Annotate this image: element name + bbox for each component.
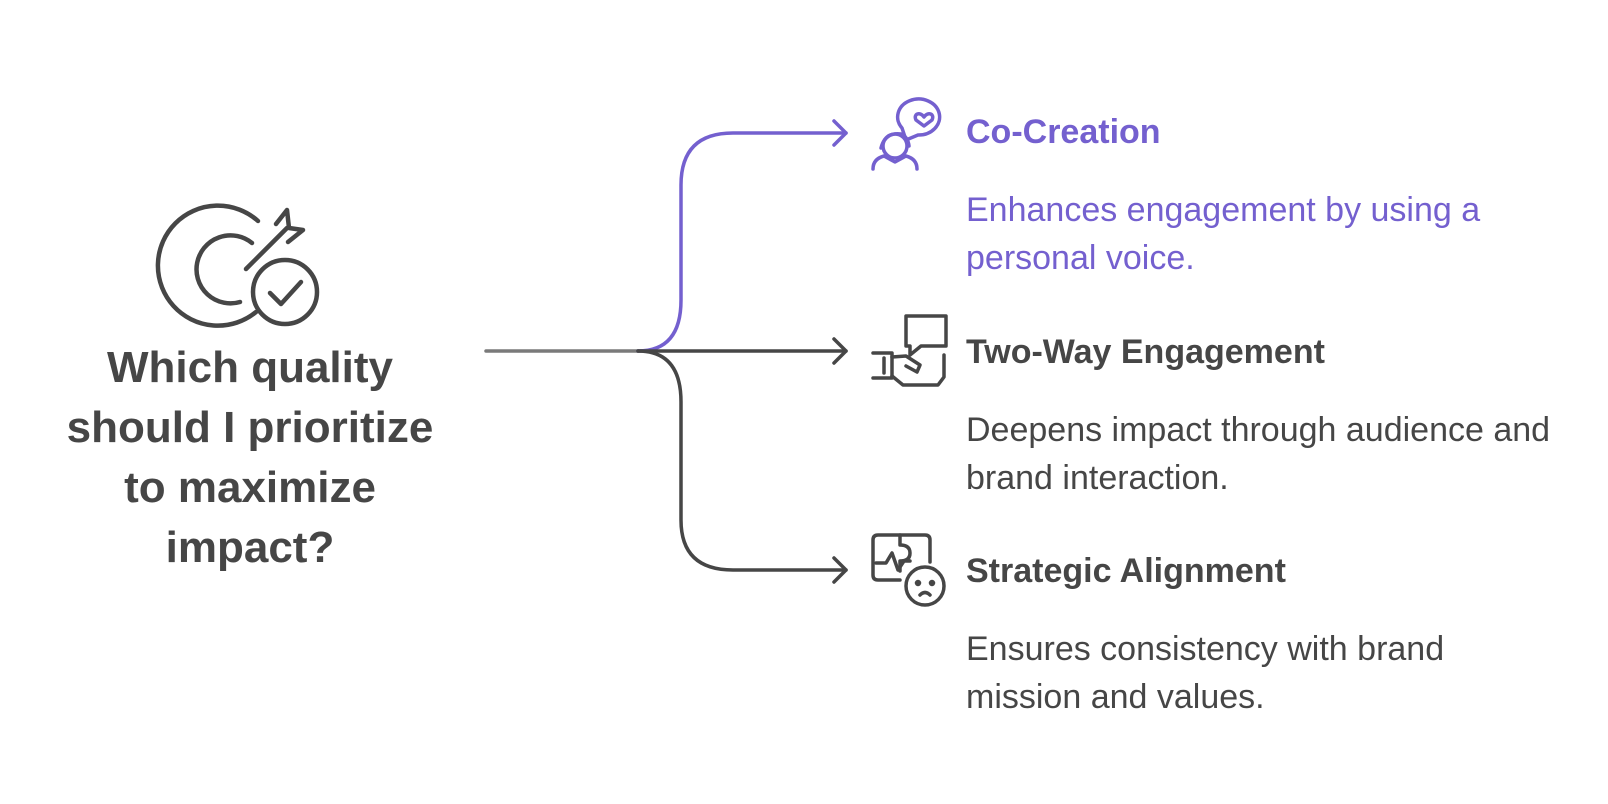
target-check-icon xyxy=(155,203,320,328)
branch-1-line xyxy=(636,131,848,353)
branch-3-arrowhead xyxy=(832,556,848,584)
question-line: impact? xyxy=(165,523,335,572)
option-description: Enhances engagement by using a personal … xyxy=(966,191,1481,277)
branch-2-arrowhead xyxy=(832,337,848,365)
handshake-chat-icon xyxy=(871,314,948,387)
option-co-creation: Co-Creation Enhances engagement by using… xyxy=(966,112,1576,282)
connectors xyxy=(484,119,848,584)
option-description: Ensures consistency with brand mission a… xyxy=(966,630,1445,716)
option-description: Deepens impact through audience and bran… xyxy=(966,411,1551,497)
question-text: Which quality should I prioritize to max… xyxy=(30,338,470,578)
branch-1-arrowhead xyxy=(832,119,848,147)
option-title: Co-Creation xyxy=(966,113,1161,151)
co-creation-icon xyxy=(871,97,942,171)
question-line: to maximize xyxy=(124,463,376,512)
option-two-way-engagement: Two-Way Engagement Deepens impact throug… xyxy=(966,332,1576,502)
question-line: should I prioritize xyxy=(66,403,434,452)
branch-3-line xyxy=(636,349,848,572)
option-title: Two-Way Engagement xyxy=(966,333,1325,371)
option-title: Strategic Alignment xyxy=(966,552,1286,590)
strategy-puzzle-icon xyxy=(871,533,946,607)
question-line: Which quality xyxy=(107,343,393,392)
option-strategic-alignment: Strategic Alignment Ensures consistency … xyxy=(966,551,1576,721)
